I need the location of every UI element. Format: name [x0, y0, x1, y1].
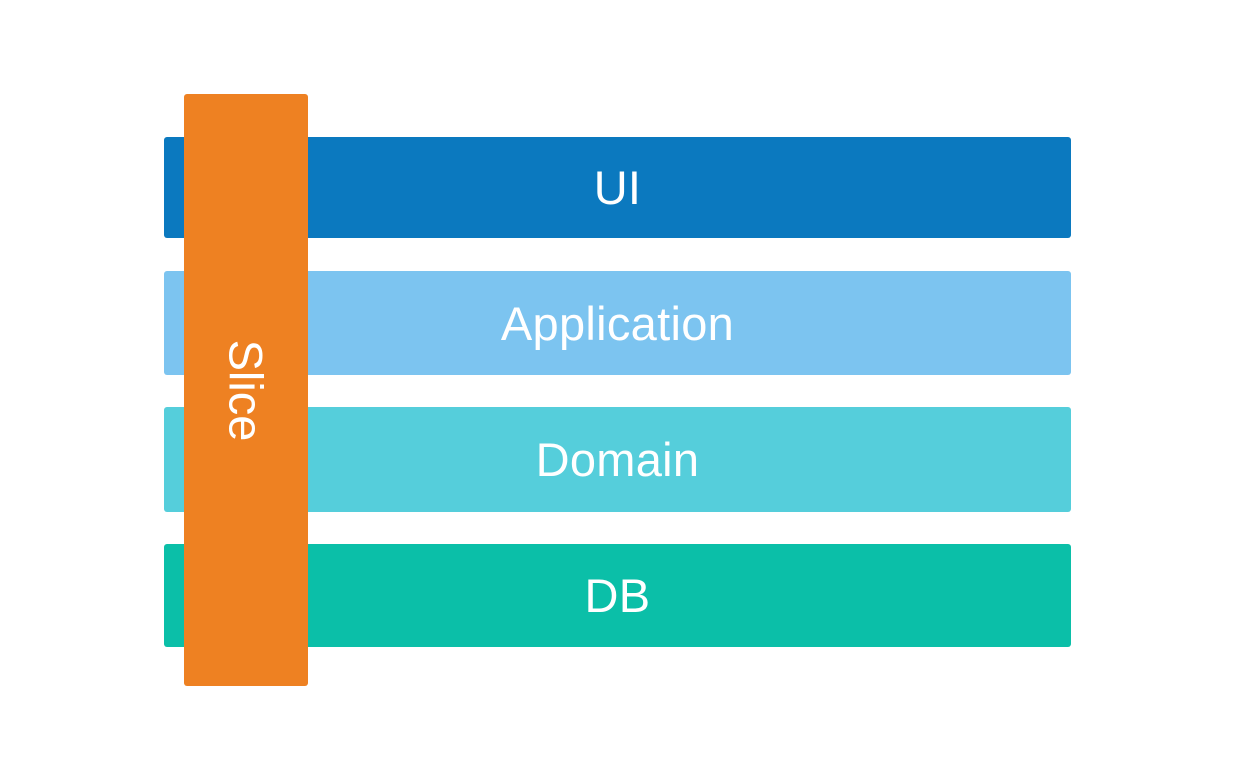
layer-bar-application[interactable]: Application [164, 271, 1071, 375]
vertical-slice-label: Slice [219, 339, 273, 441]
layer-label-db: DB [584, 569, 651, 622]
layer-bar-db[interactable]: DB [164, 544, 1071, 647]
layer-label-ui: UI [593, 161, 642, 214]
layer-label-application: Application [500, 296, 735, 350]
vertical-slice-band[interactable]: Slice [184, 94, 308, 686]
layer-bar-domain[interactable]: Domain [164, 407, 1071, 512]
layer-bar-ui[interactable]: UI [164, 137, 1071, 238]
layer-label-domain: Domain [535, 433, 700, 486]
